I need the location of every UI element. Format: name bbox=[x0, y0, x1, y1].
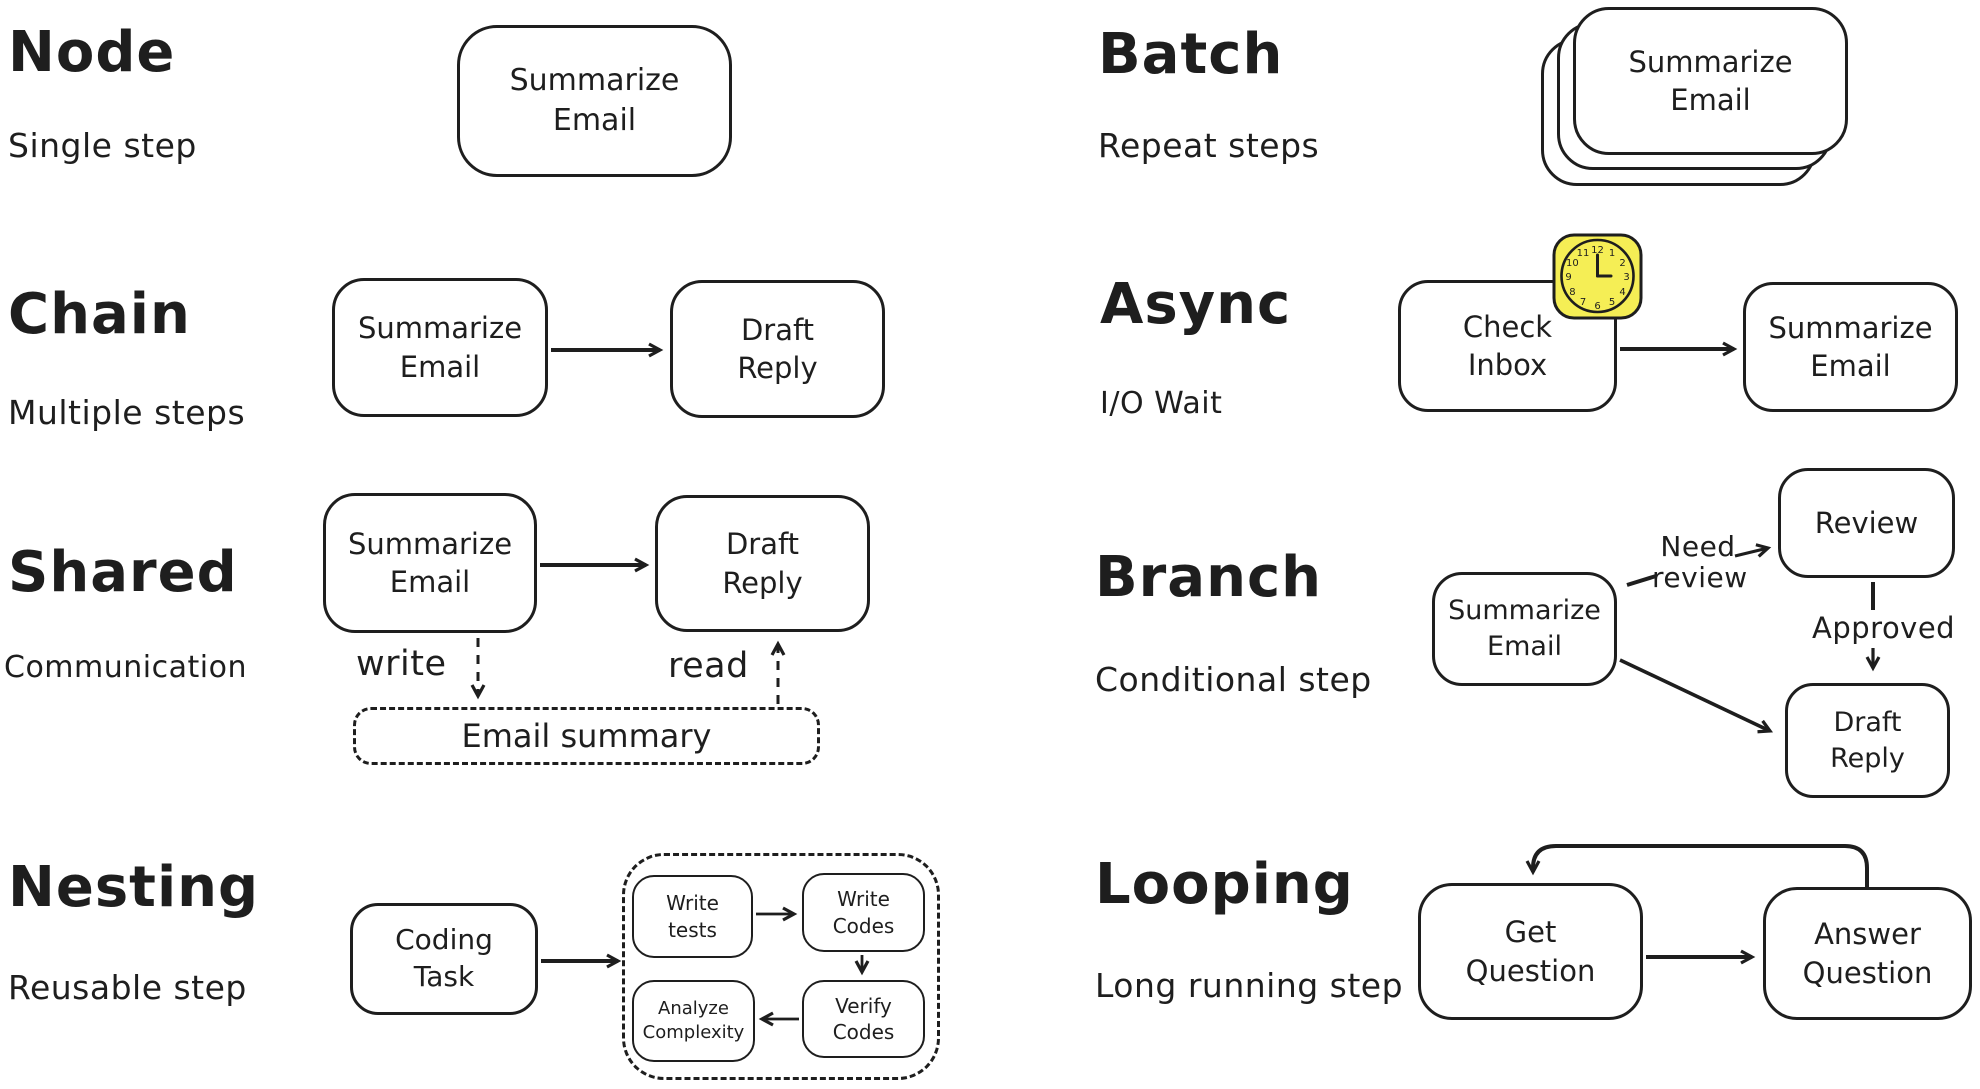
shared-box-draft-reply: Draft Reply bbox=[655, 495, 870, 632]
nesting-box-verify-codes: Verify Codes bbox=[802, 980, 925, 1058]
svg-text:8: 8 bbox=[1569, 287, 1575, 298]
shared-box-summarize-email: Summarize Email bbox=[323, 493, 537, 633]
svg-text:7: 7 bbox=[1580, 297, 1586, 308]
nesting-box-coding-task: Coding Task bbox=[350, 903, 538, 1015]
svg-text:5: 5 bbox=[1609, 297, 1615, 308]
section-subtitle-shared: Communication bbox=[4, 650, 247, 685]
section-subtitle-nesting: Reusable step bbox=[8, 968, 247, 1007]
svg-text:12: 12 bbox=[1591, 245, 1604, 256]
svg-text:6: 6 bbox=[1594, 301, 1600, 312]
nesting-box-analyze-complexity: Analyze Complexity bbox=[632, 980, 755, 1062]
svg-text:4: 4 bbox=[1619, 287, 1625, 298]
svg-text:1: 1 bbox=[1609, 248, 1615, 259]
chain-box-draft-reply: Draft Reply bbox=[670, 280, 885, 418]
shared-write-label: write bbox=[356, 644, 447, 684]
batch-box-summarize-email: Summarize Email bbox=[1573, 7, 1848, 155]
svg-text:10: 10 bbox=[1566, 258, 1579, 269]
nesting-box-write-tests: Write tests bbox=[632, 875, 753, 958]
branch-approved-label: Approved bbox=[1812, 611, 1956, 645]
section-title-async: Async bbox=[1100, 272, 1292, 337]
branch-box-draft-reply: Draft Reply bbox=[1785, 683, 1950, 798]
branch-box-review: Review bbox=[1778, 468, 1955, 578]
arrow-branch-need-review bbox=[1734, 543, 1772, 558]
branch-need-review-label: Need review bbox=[1652, 530, 1748, 594]
section-subtitle-looping: Long running step bbox=[1095, 966, 1404, 1005]
section-title-nesting: Nesting bbox=[8, 855, 260, 920]
section-subtitle-async: I/O Wait bbox=[1100, 386, 1223, 421]
section-subtitle-chain: Multiple steps bbox=[8, 393, 246, 432]
shared-read-label: read bbox=[668, 646, 749, 686]
arrow-branch-need-review-lead bbox=[1626, 574, 1657, 587]
svg-text:9: 9 bbox=[1565, 272, 1571, 283]
section-title-shared: Shared bbox=[8, 540, 238, 605]
section-title-looping: Looping bbox=[1095, 852, 1354, 917]
svg-text:2: 2 bbox=[1619, 258, 1625, 269]
looping-box-get-question: Get Question bbox=[1418, 883, 1643, 1020]
section-title-node: Node bbox=[8, 20, 176, 85]
arrow-looping-loopback bbox=[1525, 844, 1869, 887]
section-subtitle-node: Single step bbox=[8, 126, 197, 165]
nesting-flow-container bbox=[622, 853, 940, 1080]
nesting-box-write-codes: Write Codes bbox=[802, 873, 925, 952]
branch-box-summarize-email: Summarize Email bbox=[1432, 572, 1617, 686]
section-title-chain: Chain bbox=[8, 282, 191, 347]
svg-text:11: 11 bbox=[1577, 248, 1590, 259]
shared-box-email-summary: Email summary bbox=[353, 707, 820, 765]
async-box-summarize-email: Summarize Email bbox=[1743, 282, 1958, 412]
node-box-summarize-email: Summarize Email bbox=[457, 25, 732, 177]
section-title-batch: Batch bbox=[1098, 22, 1284, 87]
svg-text:3: 3 bbox=[1623, 272, 1629, 283]
section-subtitle-branch: Conditional step bbox=[1095, 660, 1372, 699]
section-subtitle-batch: Repeat steps bbox=[1098, 126, 1320, 165]
chain-box-summarize-email: Summarize Email bbox=[332, 278, 548, 417]
clock-icon: 12 1 2 3 4 5 6 7 8 9 10 11 bbox=[1552, 233, 1643, 320]
looping-box-answer-question: Answer Question bbox=[1763, 887, 1972, 1020]
arrow-branch-summarize-to-draft bbox=[1619, 658, 1774, 734]
section-title-branch: Branch bbox=[1095, 545, 1323, 610]
